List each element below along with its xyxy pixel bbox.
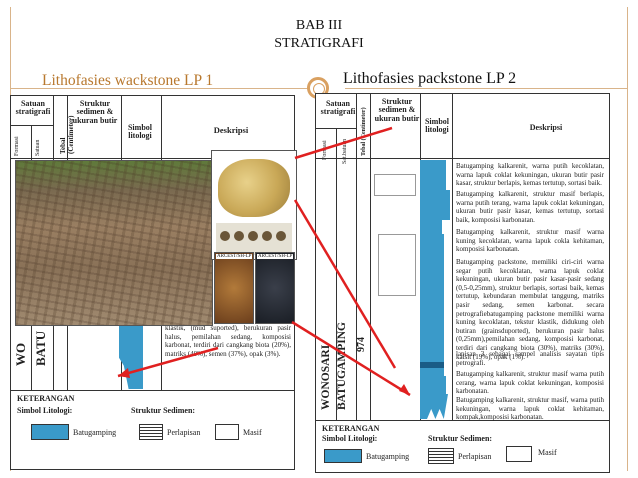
description-7: Batugamping kalkarenit, struktur masif, … [456, 396, 604, 422]
lithology-bed-2 [420, 190, 450, 220]
left-heading: Lithofasies wackstone LP 1 [42, 72, 214, 89]
chapter-subtitle: STRATIGRAFI [274, 36, 364, 51]
col-struktur: Struktur sedimen & ukuran butir [374, 97, 420, 123]
legend-struktur-title: Struktur Sedimen: [131, 406, 196, 415]
pointer-line [294, 126, 393, 160]
masif-swatch [215, 424, 239, 440]
pointer-line [117, 346, 219, 378]
pointer-line [291, 320, 411, 397]
batugamping-swatch [324, 449, 362, 463]
right-heading: Lithofasies packstone LP 2 [343, 70, 517, 87]
description-1: Batugamping kalkarenit, warna putih keco… [456, 162, 604, 188]
header-rule [316, 158, 609, 159]
description-6: Batugamping kalkarenit, struktur masif w… [456, 370, 604, 396]
legend-masif: Masif [243, 428, 262, 437]
col-deskripsi: Deskripsi [213, 125, 249, 135]
legend-masif: Masif [538, 448, 557, 457]
lithology-bed-1 [420, 160, 446, 190]
legend-title: KETERANGAN [17, 394, 75, 403]
heading-divider-left [10, 88, 310, 89]
perlapisan-swatch [428, 448, 454, 464]
batugamping-swatch [31, 424, 69, 440]
col-simbol: Simbol litologi [424, 117, 449, 135]
description-5: lapisan 3 sebagai sampel analisis sayata… [456, 350, 604, 367]
header-subrule [11, 125, 53, 126]
legend-batugamping: Batugamping [73, 428, 117, 437]
sample-box [378, 234, 416, 296]
legend-simbol-title: Simbol Litologi: [322, 434, 378, 443]
lithology-bed-5 [420, 376, 446, 394]
header-rule [11, 158, 294, 159]
description-3: Batugamping kalkarenit, struktur masif w… [456, 228, 604, 254]
legend-perlapisan: Perlapisan [458, 452, 492, 461]
thin-section-label-2: ARCEST/SH-LP [257, 254, 294, 259]
lithology-bed-6 [420, 394, 448, 419]
lithology-bed-3 [420, 220, 442, 234]
col-deskripsi: Deskripsi [529, 123, 563, 132]
lithology-sample-layer [420, 362, 444, 368]
sample-box [374, 174, 416, 196]
pointer-arrowhead [118, 368, 130, 378]
legend-struktur-title: Struktur Sedimen: [428, 434, 493, 443]
col-divider [336, 128, 337, 420]
description-4: Batugamping packstone, memiliki ciri-cir… [456, 258, 604, 361]
col-divider [356, 94, 357, 420]
left-description: klastik, (mud suported), berukuran pasir… [165, 324, 291, 358]
legend-simbol-title: Simbol Litologi: [17, 406, 73, 415]
right-stratigraphic-column: Satuan stratigrafi Struktur sedimen & uk… [315, 93, 610, 473]
perlapisan-swatch [139, 424, 163, 440]
col-divider [370, 94, 371, 420]
legend-perlapisan: Perlapisan [167, 428, 201, 437]
chapter-title: BAB III [295, 18, 343, 33]
legend-title: KETERANGAN [322, 424, 380, 433]
description-2: Batugamping kalkarenit, struktur masif b… [456, 190, 604, 224]
heading-divider-right [345, 88, 628, 89]
legend-rule [316, 420, 609, 421]
col-satuan: Satuan stratigrafi [320, 99, 356, 117]
legend-rule [11, 390, 294, 391]
thin-section-photo-1: ARCEST/SH-LP [214, 252, 254, 324]
thin-section-label-1: ARCEST/SH-LP [216, 254, 253, 259]
pointer-arrowhead [399, 384, 410, 395]
hand-sample-photo-frame [211, 150, 297, 260]
masif-swatch [506, 446, 532, 462]
petrography-chips [216, 223, 292, 255]
col-simbol: Simbol litologi [127, 123, 152, 141]
pointer-line [293, 199, 397, 369]
thin-section-photo-2: ARCEST/SH-LP [255, 252, 295, 324]
outcrop-photo [15, 160, 213, 326]
col-divider [452, 94, 453, 420]
col-satuan: Satuan stratigrafi [15, 99, 51, 117]
rock-sample-image [218, 159, 290, 217]
legend-batugamping: Batugamping [366, 452, 410, 461]
col-struktur: Struktur sedimen & ukuran butir [72, 99, 118, 125]
